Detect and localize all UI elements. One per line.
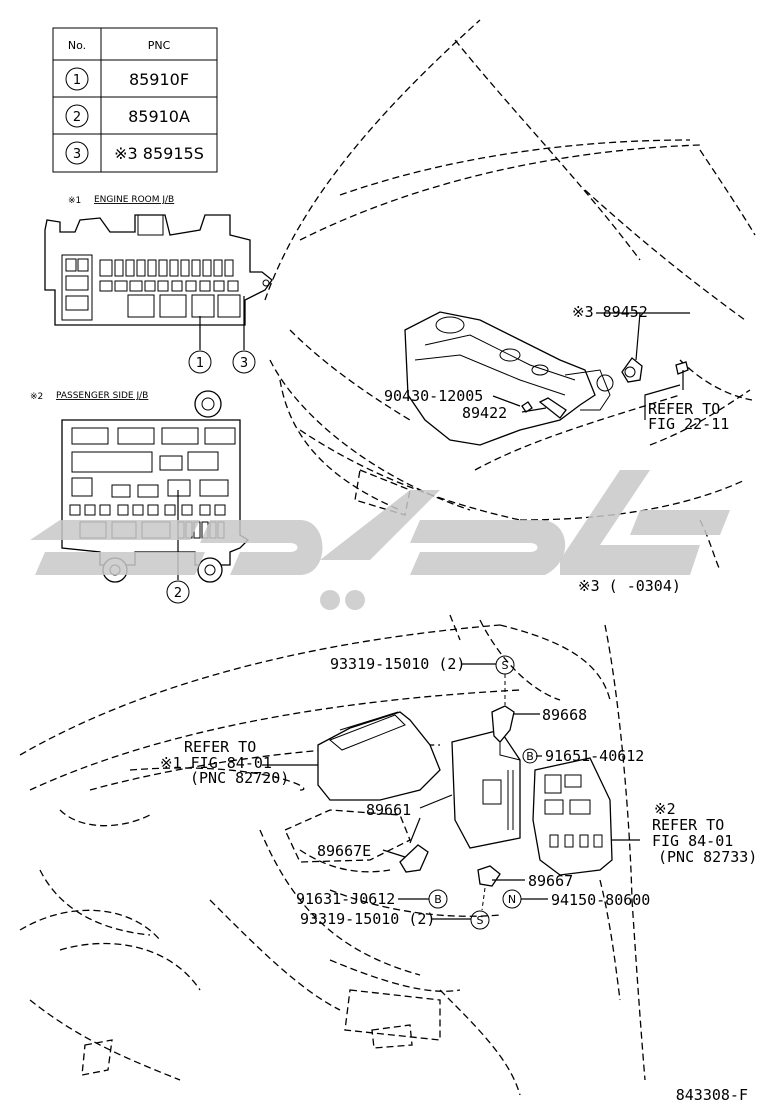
- refer1-pnc-label: (PNC 82720): [190, 769, 289, 787]
- table-row-pnc: ※3 85915S: [114, 144, 204, 163]
- passenger-side-jb-label: PASSENGER SIDE J/B: [56, 391, 148, 401]
- callout-1: 1: [196, 356, 204, 371]
- part-89452-label: ※3 89452: [572, 303, 648, 321]
- marker-b: B: [434, 893, 442, 906]
- engine-room-note: ※1: [68, 196, 81, 206]
- part-89661-label: 89661: [366, 801, 411, 819]
- refer2-pnc-label: (PNC 82733): [658, 848, 757, 866]
- refer2-fig-label: FIG 84-01: [652, 832, 733, 850]
- note3-range-label: ※3 ( -0304): [578, 577, 681, 595]
- refer2-to-label: REFER TO: [652, 816, 724, 834]
- pnc-table: No. PNC 1 85910F 2 85910A 3 ※3 85915S: [52, 27, 218, 173]
- part-89668-label: 89668: [542, 706, 587, 724]
- part-91651-label: 91651-40612: [545, 747, 644, 765]
- refer-fig-label: FIG 22-11: [648, 415, 729, 433]
- table-row-no: 1: [73, 73, 81, 88]
- table-header-no: No.: [68, 39, 86, 52]
- table-row-pnc: 85910F: [129, 70, 189, 89]
- table-header-pnc: PNC: [148, 39, 171, 52]
- refer1-fig-label: ※1 FIG 84-01: [160, 754, 272, 772]
- marker-s-top: S: [502, 659, 509, 672]
- part-89667-label: 89667: [528, 872, 573, 890]
- table-row-no: 3: [73, 147, 81, 162]
- table-row-no: 2: [73, 110, 81, 125]
- part-91631-label: 91631-J0612: [296, 890, 395, 908]
- passenger-side-note: ※2: [30, 392, 43, 402]
- dashboard-illustration: S B B N S 93319-15010 (2) 89668 91651-40…: [19, 614, 757, 1096]
- watermark-logo: [30, 470, 730, 610]
- marker-n: N: [508, 893, 516, 906]
- figure-id: 843308-F: [676, 1086, 748, 1104]
- callout-3: 3: [240, 356, 248, 371]
- engine-bay-illustration: ※3 89452 90430-12005 89422 REFER TO FIG …: [264, 19, 756, 595]
- part-93319-top-label: 93319-15010 (2): [330, 655, 465, 673]
- engine-room-jb: ※1 ENGINE ROOM J/B 1 3: [44, 195, 273, 374]
- refer2-note: ※2: [654, 800, 676, 818]
- engine-room-jb-label: ENGINE ROOM J/B: [94, 195, 174, 205]
- table-row-pnc: 85910A: [128, 107, 190, 126]
- part-89667e-label: 89667E: [317, 842, 371, 860]
- part-93319-bottom-label: 93319-15010 (2): [300, 910, 435, 928]
- refer-to-label: REFER TO: [648, 400, 720, 418]
- callout-2: 2: [174, 586, 182, 601]
- marker-b-top: B: [526, 750, 534, 763]
- part-90430-label: 90430-12005: [384, 387, 483, 405]
- refer1-to-label: REFER TO: [184, 738, 256, 756]
- part-94150-label: 94150-80600: [551, 891, 650, 909]
- marker-s-bottom: S: [477, 914, 484, 927]
- part-89422-label: 89422: [462, 404, 507, 422]
